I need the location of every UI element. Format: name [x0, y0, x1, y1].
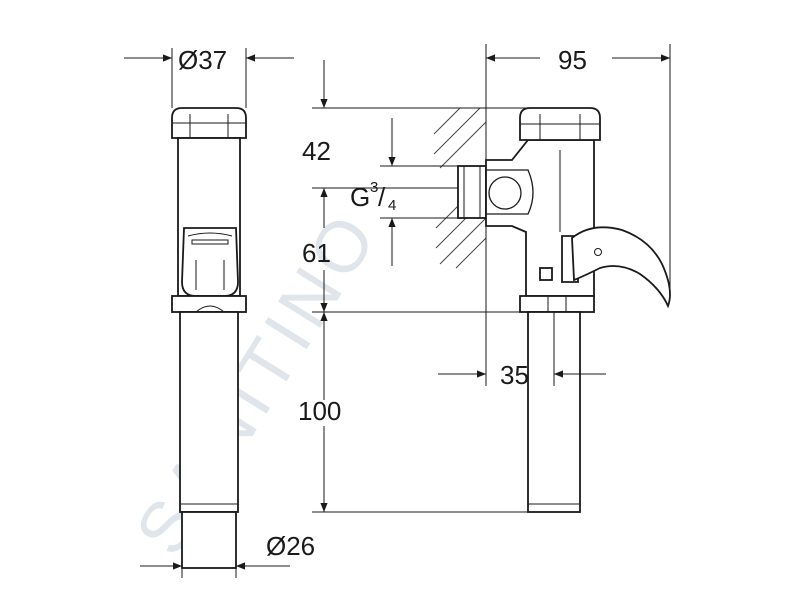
label-width-35: 35	[500, 360, 529, 390]
label-height-42: 42	[302, 136, 331, 166]
label-thread-g: G	[350, 182, 370, 212]
label-thread: G	[350, 182, 370, 212]
label-top-diameter: Ø37	[178, 45, 227, 75]
label-thread-slash: /	[378, 182, 386, 212]
label-thread-num: 3	[370, 179, 378, 196]
label-height-61: 61	[302, 238, 331, 268]
side-view	[433, 107, 671, 513]
label-bottom-diameter: Ø26	[266, 531, 315, 561]
dimension-width-95: 95	[485, 44, 671, 290]
watermark: SANITINO	[121, 197, 394, 568]
dimension-top-diameter: Ø37	[124, 45, 294, 108]
dimension-bottom-diameter: Ø26	[140, 531, 315, 578]
label-thread-den: 4	[388, 197, 396, 214]
label-height-100: 100	[298, 396, 341, 426]
label-width-95: 95	[558, 45, 587, 75]
front-view	[171, 107, 247, 569]
dimension-width-35: 35	[438, 268, 606, 390]
dimension-vertical-chain: 42 G 3 / 4 61 100	[298, 60, 528, 513]
